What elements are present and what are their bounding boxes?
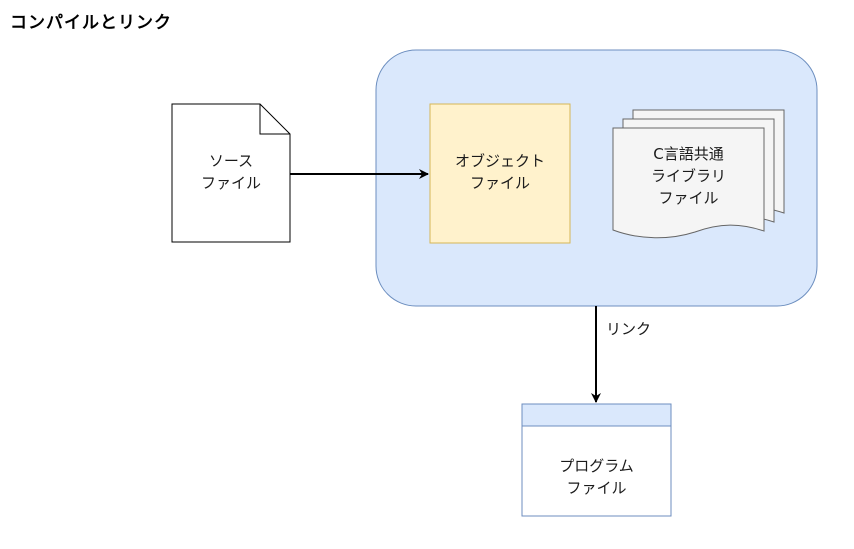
object-file-node xyxy=(429,103,571,244)
library-file-node xyxy=(612,109,785,239)
program-file-label-line1: プログラム xyxy=(559,457,634,475)
program-file-node xyxy=(521,403,672,517)
source-file-label: ソース ファイル xyxy=(172,150,290,194)
library-file-label-line1: C言語共通 xyxy=(653,145,724,163)
source-file-label-line2: ファイル xyxy=(200,174,261,192)
link-label: リンク xyxy=(606,320,652,338)
source-file-label-line1: ソース xyxy=(208,152,254,170)
program-file-label: プログラム ファイル xyxy=(522,455,671,499)
diagram-title: コンパイルとリンク xyxy=(10,13,172,33)
library-file-label: C言語共通 ライブラリ ファイル xyxy=(613,143,764,209)
library-file-label-line2: ライブラリ xyxy=(650,167,726,185)
object-file-label: オブジェクト ファイル xyxy=(430,150,570,194)
library-file-label-line3: ファイル xyxy=(658,189,719,207)
program-file-label-line2: ファイル xyxy=(566,479,627,497)
object-file-label-line1: オブジェクト xyxy=(454,152,545,170)
source-file-node xyxy=(171,103,291,243)
object-file-label-line2: ファイル xyxy=(469,174,530,192)
